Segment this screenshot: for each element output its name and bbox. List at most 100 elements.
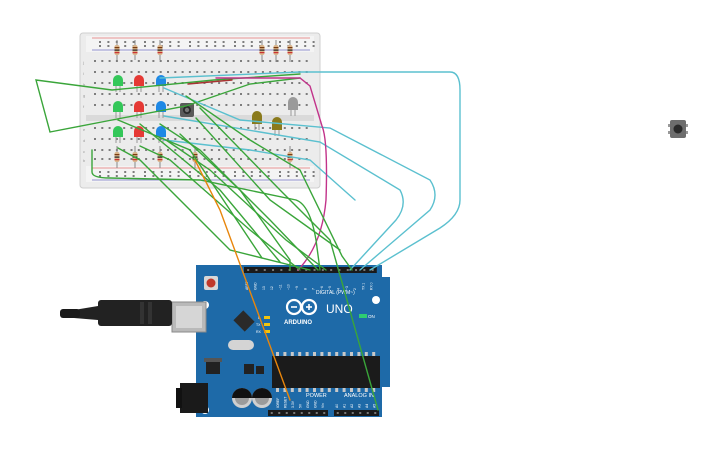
- rail-hole[interactable]: [242, 41, 245, 43]
- breadboard-hole[interactable]: [254, 149, 257, 151]
- breadboard-hole[interactable]: [232, 138, 235, 140]
- breadboard-hole[interactable]: [115, 60, 118, 62]
- header-pin[interactable]: [293, 412, 296, 414]
- breadboard-hole[interactable]: [94, 149, 96, 151]
- breadboard-hole[interactable]: [174, 82, 177, 84]
- header-pin[interactable]: [374, 412, 377, 414]
- resistor[interactable]: [157, 40, 163, 60]
- breadboard-hole[interactable]: [240, 60, 242, 62]
- breadboard-hole[interactable]: [181, 71, 184, 73]
- breadboard-hole[interactable]: [305, 93, 308, 95]
- breadboard-hole[interactable]: [130, 158, 133, 160]
- breadboard-hole[interactable]: [152, 158, 155, 160]
- breadboard-hole[interactable]: [269, 127, 272, 129]
- breadboard-hole[interactable]: [123, 71, 126, 73]
- rail-hole[interactable]: [197, 175, 200, 177]
- breadboard-hole[interactable]: [283, 138, 286, 140]
- rail-hole[interactable]: [279, 41, 281, 43]
- breadboard-hole[interactable]: [247, 71, 250, 73]
- rail-hole[interactable]: [152, 45, 155, 47]
- wire-green[interactable]: [117, 147, 311, 271]
- rail-hole[interactable]: [169, 41, 172, 43]
- breadboard-hole[interactable]: [137, 149, 140, 151]
- led-blue[interactable]: [156, 101, 166, 118]
- breadboard-hole[interactable]: [225, 93, 228, 95]
- header-pin[interactable]: [247, 269, 250, 271]
- rail-hole[interactable]: [312, 175, 315, 177]
- header-pin[interactable]: [285, 412, 288, 414]
- breadboard-hole[interactable]: [152, 82, 155, 84]
- breadboard-hole[interactable]: [152, 138, 155, 140]
- breadboard-hole[interactable]: [247, 82, 250, 84]
- breadboard-hole[interactable]: [210, 149, 213, 151]
- breadboard-hole[interactable]: [101, 138, 104, 140]
- breadboard-hole[interactable]: [269, 158, 272, 160]
- rail-hole[interactable]: [222, 41, 225, 43]
- led-red[interactable]: [134, 126, 144, 143]
- breadboard-hole[interactable]: [261, 71, 264, 73]
- breadboard-hole[interactable]: [123, 93, 126, 95]
- breadboard-hole[interactable]: [232, 149, 235, 151]
- rail-hole[interactable]: [312, 171, 315, 173]
- header-pin[interactable]: [336, 412, 339, 414]
- breadboard-hole[interactable]: [225, 138, 228, 140]
- header-pin[interactable]: [330, 269, 333, 271]
- breadboard-hole[interactable]: [167, 71, 169, 73]
- breadboard-hole[interactable]: [247, 158, 250, 160]
- breadboard-hole[interactable]: [188, 60, 191, 62]
- rail-hole[interactable]: [99, 175, 101, 177]
- breadboard-hole[interactable]: [225, 71, 228, 73]
- rail-hole[interactable]: [160, 41, 163, 43]
- wire-green[interactable]: [139, 123, 281, 263]
- rail-hole[interactable]: [287, 171, 290, 173]
- breadboard-hole[interactable]: [101, 127, 104, 129]
- breadboard-hole[interactable]: [305, 127, 308, 129]
- breadboard-hole[interactable]: [203, 138, 206, 140]
- rail-hole[interactable]: [304, 45, 307, 47]
- breadboard-hole[interactable]: [225, 60, 228, 62]
- rail-hole[interactable]: [177, 175, 180, 177]
- rail-hole[interactable]: [312, 41, 315, 43]
- breadboard-hole[interactable]: [188, 138, 191, 140]
- breadboard-hole[interactable]: [240, 127, 242, 129]
- header-pin[interactable]: [366, 412, 369, 414]
- header-pin[interactable]: [270, 412, 273, 414]
- rail-hole[interactable]: [169, 45, 172, 47]
- power-header[interactable]: [268, 410, 328, 416]
- breadboard-hole[interactable]: [167, 138, 169, 140]
- breadboard-hole[interactable]: [145, 82, 148, 84]
- rail-hole[interactable]: [222, 175, 225, 177]
- rail-hole[interactable]: [160, 175, 163, 177]
- rail-hole[interactable]: [124, 175, 127, 177]
- breadboard-hole[interactable]: [196, 127, 199, 129]
- breadboard-hole[interactable]: [130, 93, 133, 95]
- rail-hole[interactable]: [115, 175, 118, 177]
- breadboard-hole[interactable]: [108, 104, 111, 106]
- breadboard-hole[interactable]: [145, 71, 148, 73]
- breadboard-hole[interactable]: [210, 93, 213, 95]
- breadboard-hole[interactable]: [94, 127, 96, 129]
- breadboard-hole[interactable]: [108, 60, 111, 62]
- header-pin[interactable]: [280, 269, 283, 271]
- rail-hole[interactable]: [295, 175, 298, 177]
- breadboard-hole[interactable]: [283, 149, 286, 151]
- rail-hole[interactable]: [107, 41, 110, 43]
- breadboard-hole[interactable]: [254, 93, 257, 95]
- breadboard-hole[interactable]: [269, 138, 272, 140]
- breadboard-hole[interactable]: [291, 60, 294, 62]
- rail-hole[interactable]: [214, 41, 217, 43]
- rail-hole[interactable]: [197, 41, 200, 43]
- breadboard-hole[interactable]: [115, 93, 118, 95]
- rail-hole[interactable]: [287, 175, 290, 177]
- breadboard-hole[interactable]: [167, 104, 169, 106]
- wire-green[interactable]: [91, 149, 321, 271]
- rail-hole[interactable]: [169, 171, 172, 173]
- usb-port[interactable]: [171, 301, 207, 333]
- breadboard-hole[interactable]: [218, 60, 221, 62]
- rail-hole[interactable]: [234, 45, 236, 47]
- breadboard-hole[interactable]: [276, 104, 279, 106]
- rail-hole[interactable]: [234, 41, 236, 43]
- rail-hole[interactable]: [189, 175, 191, 177]
- rail-hole[interactable]: [144, 41, 146, 43]
- breadboard-hole[interactable]: [159, 60, 162, 62]
